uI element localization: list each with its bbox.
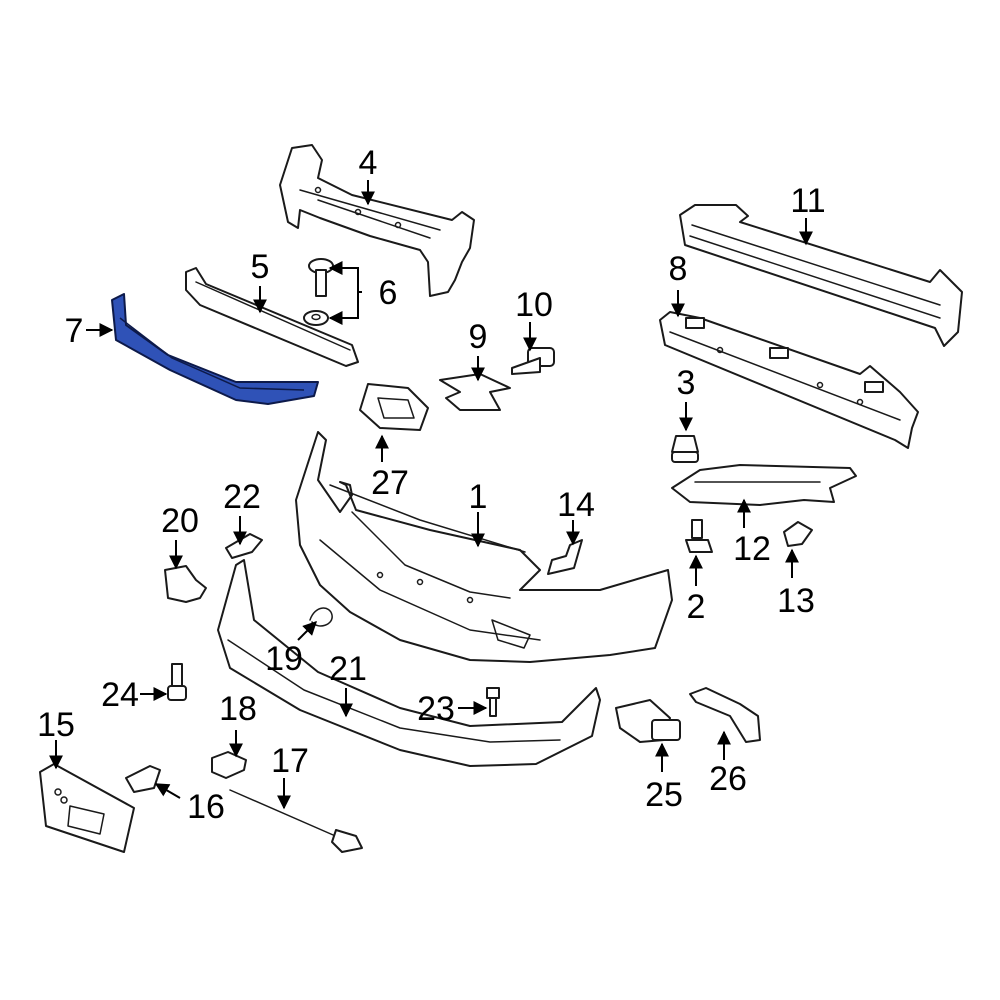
part-14-bracket[interactable] [547,539,583,575]
part-26-bracket[interactable] [689,687,761,743]
part-3-clip[interactable] [671,435,699,463]
part-22-screw[interactable] [225,533,263,559]
callout-11: 11 [790,182,825,220]
callout-24: 24 [101,676,139,714]
callout-5: 5 [251,248,270,286]
part-15-plate-bracket[interactable] [39,763,135,853]
callout-1: 1 [469,478,488,516]
callout-6: 6 [379,274,398,312]
callout-12: 12 [733,530,771,568]
callout-4: 4 [359,144,378,182]
part-11-reinforcement-beam[interactable] [679,204,963,347]
callout-17: 17 [271,742,309,780]
part-23-bolt[interactable] [486,687,500,717]
callout-27: 27 [371,464,409,502]
part-13-nut[interactable] [783,521,813,547]
part-21-lower-lip[interactable] [217,559,601,767]
part-1-bumper-cover[interactable] [295,431,673,663]
part-4-upper-bracket[interactable] [279,144,475,297]
part-16-clip[interactable] [125,765,161,793]
part-6-bolt[interactable] [303,258,334,326]
callout-22: 22 [223,478,261,516]
part-20-bracket[interactable] [164,565,207,603]
callout-20: 20 [161,502,199,540]
part-5-strip[interactable] [185,267,359,367]
callout-16: 16 [187,788,225,826]
part-19-ring-clip[interactable] [309,607,333,627]
callout-9: 9 [469,318,488,356]
callout-26: 26 [709,760,747,798]
leader-19 [297,621,317,641]
part-17-rod[interactable] [229,789,363,853]
callout-25: 25 [645,776,683,814]
leader-6a [328,261,362,293]
callout-23: 23 [417,690,455,728]
part-25-sensor[interactable] [615,699,681,743]
part-24-pin[interactable] [167,663,187,701]
callout-18: 18 [219,690,257,728]
callout-15: 15 [37,706,75,744]
part-10-clip[interactable] [511,347,555,375]
part-9-bracket[interactable] [439,373,511,411]
callout-3: 3 [677,364,696,402]
part-12-side-bracket[interactable] [671,464,857,506]
part-27-emblem[interactable] [359,383,429,431]
leader-6b [328,292,359,325]
callout-19: 19 [265,640,303,678]
callout-2: 2 [687,588,706,626]
callout-7: 7 [65,312,84,350]
callout-13: 13 [777,582,815,620]
callout-labels: 4 5 6 7 9 10 27 11 8 3 12 2 13 1 14 20 2… [37,144,826,826]
part-8-absorber-beam[interactable] [659,311,919,449]
callout-14: 14 [557,486,595,524]
part-2-stud[interactable] [685,519,713,553]
leader-16 [154,783,181,799]
callout-21: 21 [329,650,367,688]
callout-8: 8 [669,250,688,288]
part-7-highlighted-spoiler[interactable] [111,293,319,405]
part-18-bracket[interactable] [211,751,247,779]
callout-10: 10 [515,286,553,324]
leader-lines [49,180,813,810]
